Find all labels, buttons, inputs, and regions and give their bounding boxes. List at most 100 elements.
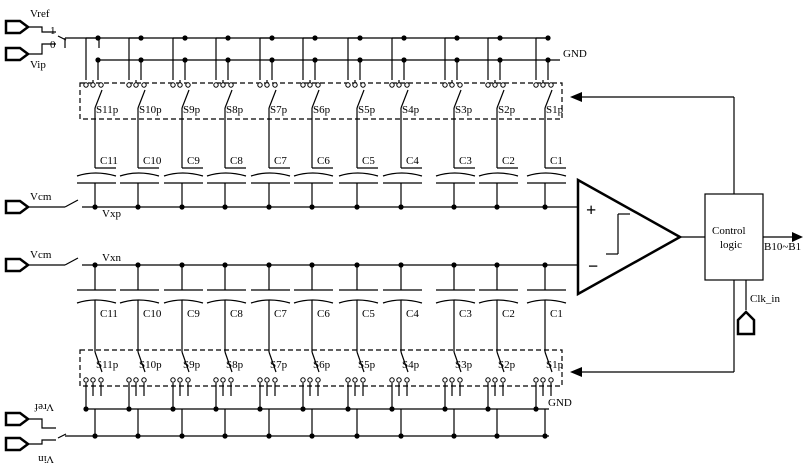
switch-contact: [352, 377, 358, 383]
switch-contact: [485, 377, 491, 383]
top-switch-label: S2p: [498, 104, 516, 116]
switch-contact: [307, 377, 313, 383]
vcm-bottom-label: Vcm: [30, 249, 52, 261]
switch-contact: [533, 82, 539, 88]
bottom-switch-label: S10p: [139, 359, 162, 371]
bottom-switch-label: S7p: [270, 359, 288, 371]
switch-contact: [257, 82, 263, 88]
switch-blade: [137, 351, 146, 373]
gnd-top-label: GND: [563, 48, 587, 60]
switch-blade: [94, 351, 103, 373]
top-capacitor-upper-plate: [526, 172, 567, 177]
switch-contact: [492, 377, 498, 383]
switch-contact: [396, 82, 402, 88]
clk-input-port: [736, 310, 756, 336]
selector-one-label: 1: [50, 25, 56, 37]
switch-contact: [307, 82, 313, 88]
vxp-label: Vxp: [102, 208, 121, 220]
top-switch-label: S8p: [226, 104, 244, 116]
switch-contact: [141, 82, 147, 88]
vip-port: [4, 46, 31, 62]
switch-contact: [345, 377, 351, 383]
bottom-capacitor-label: C9: [187, 308, 200, 320]
switch-contact: [389, 377, 395, 383]
switch-blade: [453, 351, 462, 373]
output-bits-label: B10~B1: [764, 241, 801, 253]
vcm-bottom-port: [4, 257, 31, 273]
vxp-node-dot: [179, 204, 185, 210]
bottom-rail-dot: [485, 406, 491, 412]
vip-label: Vip: [30, 59, 46, 71]
top-switch-label: S7p: [270, 104, 288, 116]
switch-contact: [257, 377, 263, 383]
switch-blade: [268, 89, 277, 109]
switch-contact: [272, 82, 278, 88]
switch-contact: [170, 377, 176, 383]
bottom-switch-label: S1p: [546, 359, 564, 371]
bottom-capacitor-label: C4: [406, 308, 419, 320]
vin-bottom-port: [4, 436, 31, 452]
vxp-node-dot: [135, 204, 141, 210]
top-switch-label: S3p: [455, 104, 473, 116]
top-capacitor-upper-plate: [478, 172, 519, 177]
switch-contact: [540, 82, 546, 88]
bottom-capacitor-lower-plate: [338, 299, 379, 304]
clock-label: Clk_in: [750, 293, 780, 305]
top-switch-label: S5p: [358, 104, 376, 116]
switch-contact: [315, 377, 321, 383]
vxn-label: Vxn: [102, 252, 121, 264]
switch-contact: [126, 82, 132, 88]
vxp-node-dot: [92, 204, 98, 210]
switch-contact: [300, 377, 306, 383]
top-capacitor-upper-plate: [250, 172, 291, 177]
switch-blade: [400, 351, 409, 373]
bottom-capacitor-lower-plate: [250, 299, 291, 304]
switch-contact: [352, 82, 358, 88]
top-capacitor-label: C10: [143, 155, 162, 167]
bottom-capacitor-label: C8: [230, 308, 243, 320]
switch-blade: [311, 351, 320, 373]
switch-contact: [442, 377, 448, 383]
bottom-capacitor-label: C6: [317, 308, 330, 320]
switch-contact: [228, 377, 234, 383]
bottom-rail-dot: [389, 406, 395, 412]
bottom-rail-dot: [345, 406, 351, 412]
top-capacitor-upper-plate: [76, 172, 117, 177]
switch-contact: [404, 82, 410, 88]
switch-contact: [442, 82, 448, 88]
bottom-rail-dot: [533, 406, 539, 412]
switch-contact: [485, 82, 491, 88]
switch-blade: [544, 89, 553, 109]
switch-blade: [181, 351, 190, 373]
bottom-switch-label: S6p: [313, 359, 331, 371]
switch-contact: [177, 82, 183, 88]
switch-blade: [453, 89, 462, 109]
top-switch-label: S4p: [402, 104, 420, 116]
top-capacitor-upper-plate: [338, 172, 379, 177]
vin-bottom-label: Vin: [38, 453, 54, 465]
bottom-capacitor-label: C3: [459, 308, 472, 320]
bottom-rail-dot: [257, 406, 263, 412]
bottom-capacitor-label: C2: [502, 308, 515, 320]
top-capacitor-label: C7: [274, 155, 287, 167]
vref-bottom-label: Vref: [34, 401, 54, 413]
top-switch-label: S9p: [183, 104, 201, 116]
bottom-capacitor-label: C10: [143, 308, 162, 320]
switch-contact: [457, 82, 463, 88]
top-capacitor-label: C2: [502, 155, 515, 167]
switch-contact: [133, 82, 139, 88]
switch-blade: [268, 351, 277, 373]
switch-contact: [98, 82, 104, 88]
switch-contact: [449, 82, 455, 88]
top-capacitor-label: C3: [459, 155, 472, 167]
switch-contact: [300, 82, 306, 88]
top-capacitor-label: C5: [362, 155, 375, 167]
bottom-rail-dot: [170, 406, 176, 412]
bottom-capacitor-lower-plate: [435, 299, 476, 304]
vxp-node-dot: [542, 204, 548, 210]
vxp-node-dot: [494, 204, 500, 210]
vcm-top-label: Vcm: [30, 191, 52, 203]
bottom-capacitor-lower-plate: [382, 299, 423, 304]
comparator-plus: +: [586, 200, 596, 220]
bottom-capacitor-label: C5: [362, 308, 375, 320]
